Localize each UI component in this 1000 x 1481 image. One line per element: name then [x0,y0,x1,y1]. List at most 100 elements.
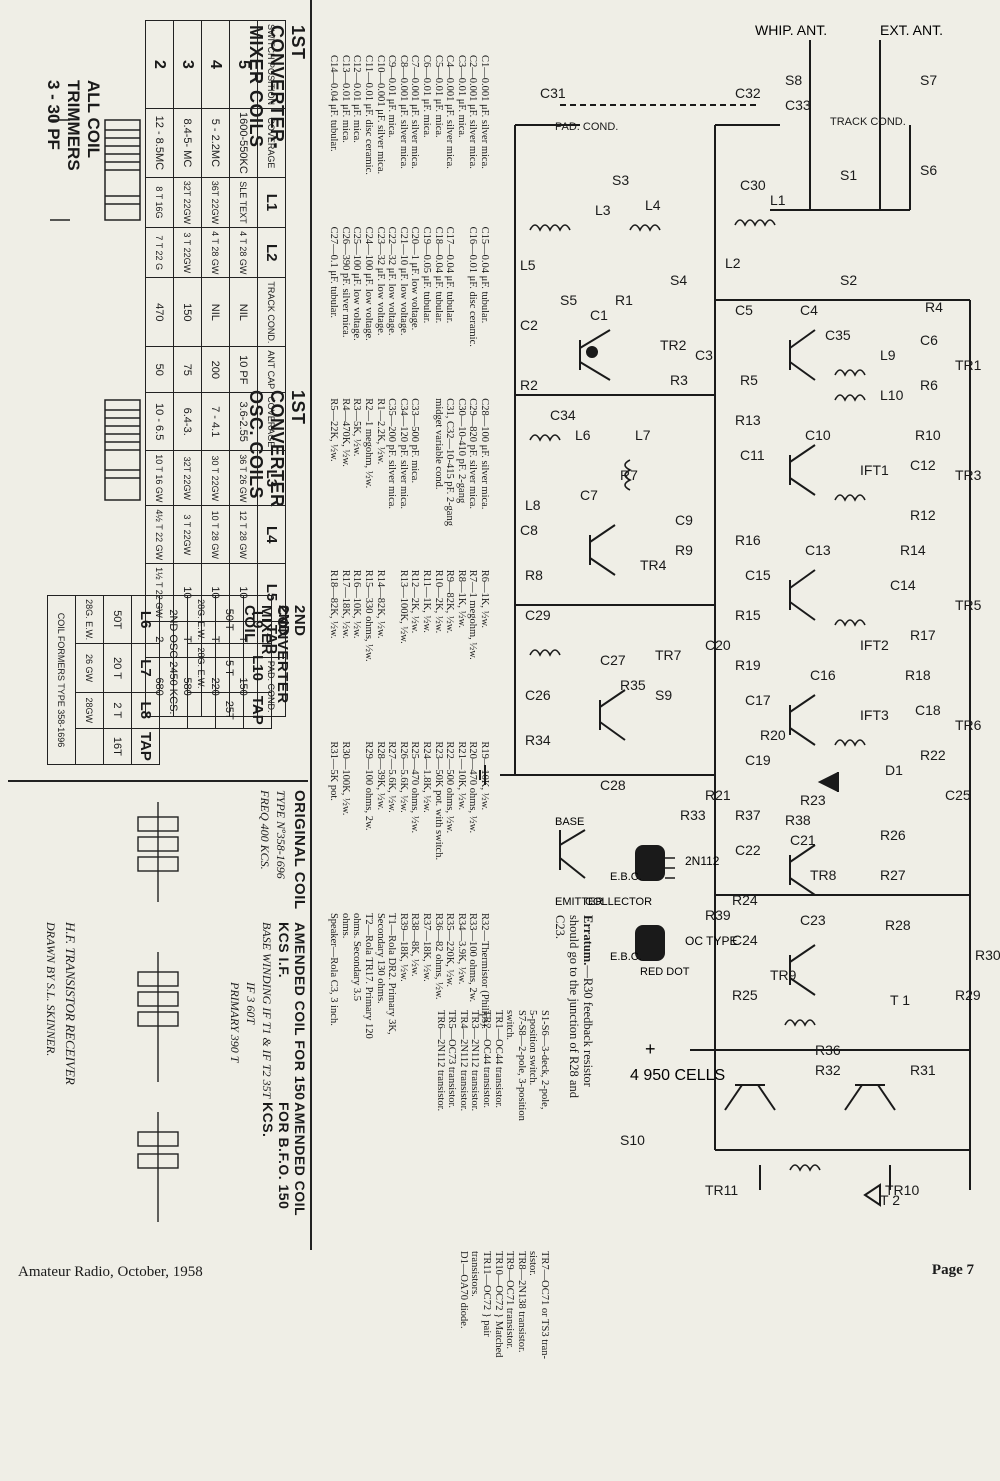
table-cell: 8.4-5- MC [173,108,202,178]
parts-list-item: C23—32 μF. low voltage. [374,226,386,336]
ebc2-label: E.B.C. [610,951,642,963]
table-cell: 75 [173,346,202,393]
page-footer: Amateur Radio, October, 1958 Page 7 [0,1262,1000,1289]
schematic-label-r35: R35 [620,677,646,693]
parts-list-item: midget variable cond. [432,398,444,490]
parts-list-item: C33—500 pF. mica. [409,398,421,484]
schematic-label-r3: R3 [670,372,688,388]
parts-list-item: R18—82K, ½w. [328,569,340,639]
schematic-label-c2: C2 [520,317,538,333]
table-cell: 150 [173,277,202,347]
schematic-label-r18: R18 [905,667,931,683]
transistor-tr4-icon [589,524,616,576]
schematic-label-ift1: IFT1 [860,462,889,478]
package-oc-icon [635,925,665,961]
red-dot-label: RED DOT [640,966,690,978]
transistor-tr2-icon [579,329,611,381]
schematic-label-r2: R2 [520,377,538,393]
parts-list-item: C5—0.01 μF. mica. [432,55,444,138]
schematic-label-s4: S4 [670,272,687,288]
parts-list-item: R4—470K, ½w. [339,398,351,467]
table-cell: 7 - 4.1 [201,392,230,451]
schematic-label-ift2: IFT2 [860,637,889,653]
parts-list-item: C21—10 μF. low voltage. [397,226,409,336]
coil-windings-icon [137,802,179,1222]
schematic-label-c9: C9 [675,512,693,528]
parts-list-item: R24—1.8K, ½w. [421,741,433,813]
schematic-label-c13: C13 [805,542,831,558]
parts-list-item [386,570,398,734]
schematic-label-r30: R30 [975,947,1000,963]
schematic-label-r16: R16 [735,532,761,548]
parts-list-item: R30—100K, ½w. [339,741,351,816]
coil-l10-icon [834,394,866,402]
parts-list-item: C10—0.001 μF. silver mica. [374,55,386,175]
table-cell: 28G. E.W. [75,595,104,644]
table1-header: L2 [257,227,286,278]
schematic-label-l6: L6 [575,427,591,443]
schematic-label-tr9: TR9 [770,967,797,983]
footer-publication: Amateur Radio, October, 1958 [18,1264,203,1280]
table-cell: 4 [201,20,230,109]
amended-bfo-title: AMENDED COIL FOR B.F.O. 150 KCS. [260,1102,308,1216]
schematic-label-c30: C30 [740,177,766,193]
schematic-label-r27: R27 [880,867,906,883]
schematic-label-r19: R19 [735,657,761,673]
schematic-label-r24: R24 [732,892,758,908]
schematic-label-c25: C25 [945,787,971,803]
original-coil-type: TYPE Nº358-1696 [274,790,288,879]
parts-list-item: ohms. Secondary 3.5 [351,912,363,1002]
parts-list-item: R31—5K pot. [328,741,340,801]
ground-icon [479,765,486,785]
schematic-label-tr11: TR11 [705,1182,738,1198]
schematic-label-r14: R14 [900,542,926,558]
parts-list-item: R5—22K, ½w. [328,398,340,462]
coil-l4-icon [629,224,661,232]
parts-list-item: R28—39K, ½w. [374,741,386,811]
schematic-label-r23: R23 [800,792,826,808]
schematic-label-c22: C22 [735,842,761,858]
coil-ift1-icon [834,494,866,502]
schematic-label-c18: C18 [915,702,941,718]
table1-header: L3 [257,450,286,506]
transistor-symbols [579,329,896,1111]
schematic-label-ift3: IFT3 [860,707,889,723]
parts-list-item: C6—0.01 μF. mica. [421,55,433,138]
parts-list-item: T2—Rola TR17. Primary 120 [363,912,375,1039]
transistor-list-item: TR4—2N112 transistor. [457,1010,469,1112]
transistor-list-item: TR6—2N112 transistor. [434,1010,446,1112]
table-row: 50 T 5 T 25T [215,595,244,765]
schematic-label-r9: R9 [675,542,693,558]
schematic-label-r32: R32 [815,1062,841,1078]
parts-list-item: C4—0.001 μF. silver mica. [444,55,456,169]
schematic-label-tr7: TR7 [655,647,682,663]
parts-list-item: R11—1K, ½w. [421,569,433,633]
table-cell: 28G. E.W. [187,643,216,693]
schematic-label-c17: C17 [745,692,771,708]
table-cell: 28GW [75,692,104,729]
schematic-label-c27: C27 [600,652,626,668]
schematic-label-r28: R28 [885,917,911,933]
parts-list-item: C7—0.001 μF. silver mica. [409,55,421,169]
schematic-label-tr3: TR3 [955,467,982,483]
schematic-label-c10: C10 [805,427,831,443]
parts-list-item: Secondary 130 ohms. [374,912,386,1004]
parts-list-item: R23—50K pot. with switch. [432,741,444,861]
parts-list-item: C35—200 pF. silver mica. [386,398,398,510]
coil-l5-icon [529,224,571,232]
original-coil-freq: FREQ 400 KCS. [258,790,272,870]
parts-list-item: C31, C32—10-415 pF. 2-gang [444,398,456,526]
schematic-label-c16: C16 [810,667,836,683]
parts-list-item: R14—82K, ½w. [374,569,386,639]
transformer-t1-icon [784,1019,816,1027]
schematic-label-r13: R13 [735,412,761,428]
table1-header: L1 [257,177,286,228]
parts-list-item: R22—500 ohms, ½w. [444,741,456,834]
schematic-label-c21: C21 [790,832,816,848]
schematic-label-l3: L3 [595,202,611,218]
schematic-label-c31: C31 [540,85,566,101]
transistor-list-item: TR5—OC73 transistor. [446,1010,458,1109]
parts-list-item: R12—2K, ½w. [409,569,421,634]
schematic-label-r1: R1 [615,292,633,308]
